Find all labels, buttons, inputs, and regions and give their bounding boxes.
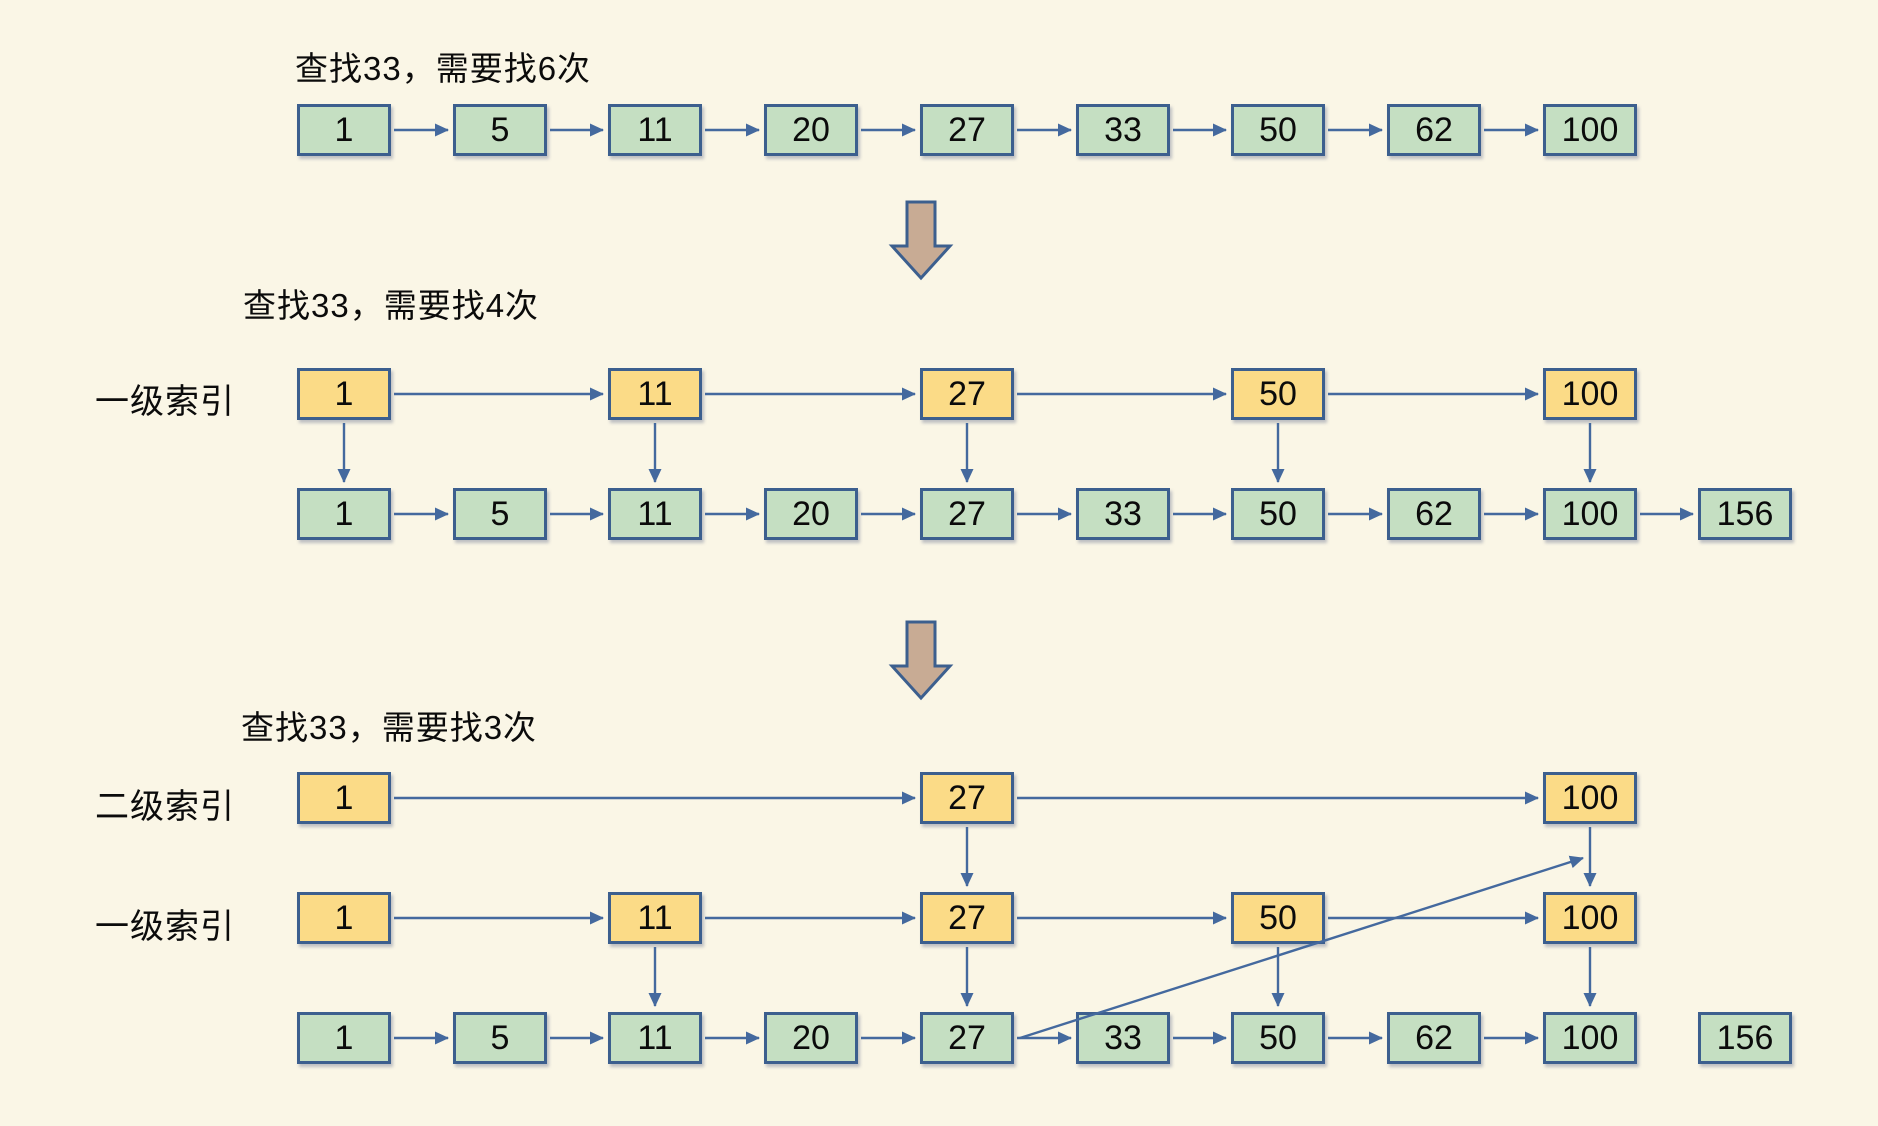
node-s2-list-100: 100 [1543,488,1637,540]
node-s3-list-62: 62 [1387,1012,1481,1064]
node-s3-list-20: 20 [764,1012,858,1064]
node-s3-list-33: 33 [1076,1012,1170,1064]
node-s2-level1-100: 100 [1543,368,1637,420]
section3-level2-label: 二级索引 [95,788,235,826]
node-s2-list-62: 62 [1387,488,1481,540]
node-s3-level1-27: 27 [920,892,1014,944]
node-s3-level2-1: 1 [297,772,391,824]
node-s1-list-100: 100 [1543,104,1637,156]
section3-title: 查找33，需要找3次 [241,709,538,746]
node-s2-list-5: 5 [453,488,547,540]
node-s2-list-20: 20 [764,488,858,540]
big-down-arrow-icon [888,200,954,281]
node-s3-list-50: 50 [1231,1012,1325,1064]
node-s2-level1-50: 50 [1231,368,1325,420]
node-s2-list-156: 156 [1698,488,1792,540]
node-s3-level2-100: 100 [1543,772,1637,824]
node-s1-list-20: 20 [764,104,858,156]
section2-level1-label: 一级索引 [95,383,235,421]
node-s2-level1-27: 27 [920,368,1014,420]
node-s2-list-11: 11 [608,488,702,540]
section1-title: 查找33，需要找6次 [295,50,592,87]
node-s1-list-33: 33 [1076,104,1170,156]
node-s3-level1-11: 11 [608,892,702,944]
node-s2-list-33: 33 [1076,488,1170,540]
section2-title: 查找33，需要找4次 [243,287,540,324]
node-s2-list-27: 27 [920,488,1014,540]
node-s1-list-11: 11 [608,104,702,156]
node-s1-list-27: 27 [920,104,1014,156]
node-s3-list-156: 156 [1698,1012,1792,1064]
node-s3-level1-100: 100 [1543,892,1637,944]
node-s1-list-1: 1 [297,104,391,156]
node-s1-list-62: 62 [1387,104,1481,156]
big-down-arrow-icon [888,620,954,701]
node-s3-level2-27: 27 [920,772,1014,824]
node-s3-level1-1: 1 [297,892,391,944]
arrow-diagonal-27-to-100 [1019,855,1584,1040]
node-s3-level1-50: 50 [1231,892,1325,944]
node-s2-list-50: 50 [1231,488,1325,540]
node-s2-list-1: 1 [297,488,391,540]
node-s3-list-5: 5 [453,1012,547,1064]
section3-level1-label: 一级索引 [95,908,235,946]
node-s2-level1-1: 1 [297,368,391,420]
node-s1-list-50: 50 [1231,104,1325,156]
node-s3-list-1: 1 [297,1012,391,1064]
node-s3-list-11: 11 [608,1012,702,1064]
node-s1-list-5: 5 [453,104,547,156]
node-s3-list-27: 27 [920,1012,1014,1064]
node-s2-level1-11: 11 [608,368,702,420]
node-s3-list-100: 100 [1543,1012,1637,1064]
